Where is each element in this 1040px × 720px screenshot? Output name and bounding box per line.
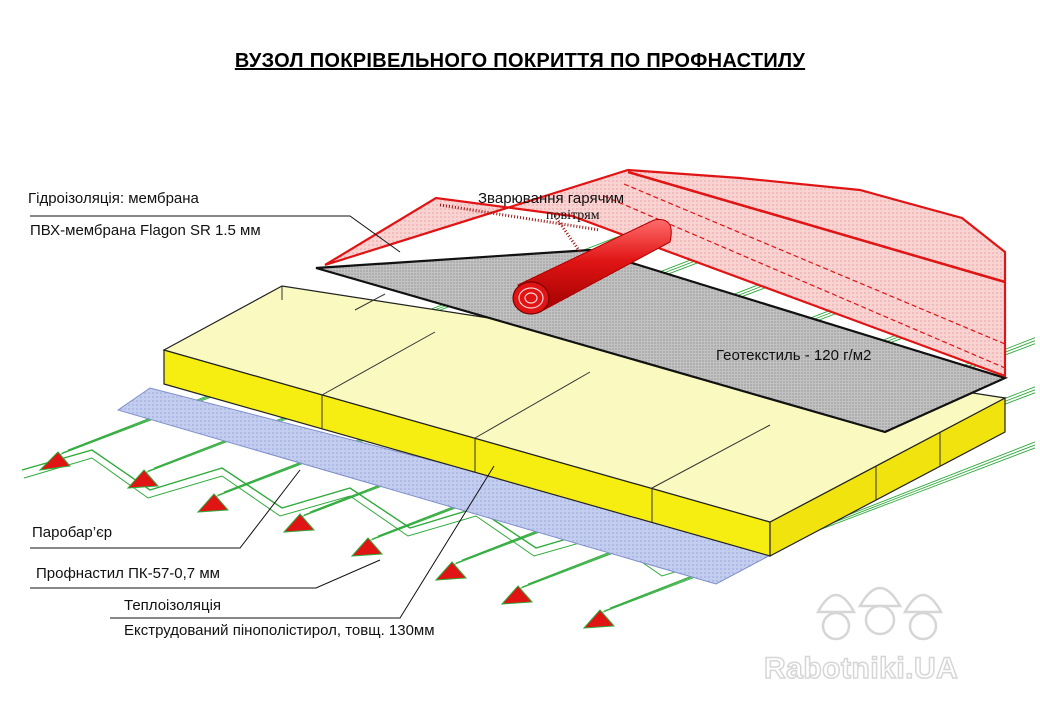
membrane-seam-line [603, 195, 1006, 369]
label-membrane: ПВХ-мембрана Flagon SR 1.5 мм [30, 222, 261, 239]
leader-profiled-sheet [30, 559, 381, 589]
geotextile-layer [315, 248, 1009, 434]
page-title: ВУЗОЛ ПОКРІВЕЛЬНОГО ПОКРИТТЯ ПО ПРОФНАСТ… [234, 50, 806, 72]
rib-end-marker [582, 609, 616, 629]
label-welding-line2: повітрям [546, 208, 600, 223]
rib-end-marker [282, 513, 316, 533]
membrane-weld-hatch [553, 215, 582, 253]
leader-vapor-barrier [30, 469, 301, 549]
profiled-sheet-rib-fills [38, 451, 616, 629]
insulation-top-face [162, 285, 1007, 523]
label-vapor-barrier: Паробар’єр [32, 524, 113, 541]
insulation-top-joint [474, 371, 591, 439]
rib-end-marker [350, 537, 384, 557]
label-waterproofing: Гідроізоляція: мембрана [28, 190, 199, 207]
membrane-roll-icon [512, 218, 672, 315]
watermark-text: Rabotniki.UA [763, 651, 959, 686]
label-profiled-sheet: Профнастил ПК-57-0,7 мм [36, 565, 220, 582]
insulation-top-joint [354, 293, 386, 311]
rib-end-marker [38, 451, 71, 471]
label-geotextile: Геотекстиль - 120 г/м2 [716, 347, 872, 364]
membrane-seam-line [623, 183, 1006, 345]
label-insulation-detail: Екструдований пінополістирол, товщ. 130м… [124, 622, 435, 639]
membrane-layer [324, 168, 1007, 378]
label-welding-line1: Зварювання гарячим [478, 190, 625, 207]
insulation-top-joint [321, 331, 436, 396]
insulation-top-joint [651, 424, 771, 489]
workers-helmet-icon [815, 586, 944, 641]
leader-insulation [110, 465, 495, 619]
label-insulation: Теплоізоляція [124, 597, 222, 614]
rib-end-marker [500, 585, 534, 605]
rib-end-marker [434, 561, 468, 581]
rib-end-marker [126, 469, 160, 489]
membrane-overlap-edge [627, 170, 1006, 284]
rib-end-marker [196, 493, 230, 513]
leader-membrane [30, 215, 401, 253]
membrane-sheet [324, 168, 1007, 378]
leader-lines [30, 215, 495, 619]
insulation-layer [162, 285, 1007, 557]
